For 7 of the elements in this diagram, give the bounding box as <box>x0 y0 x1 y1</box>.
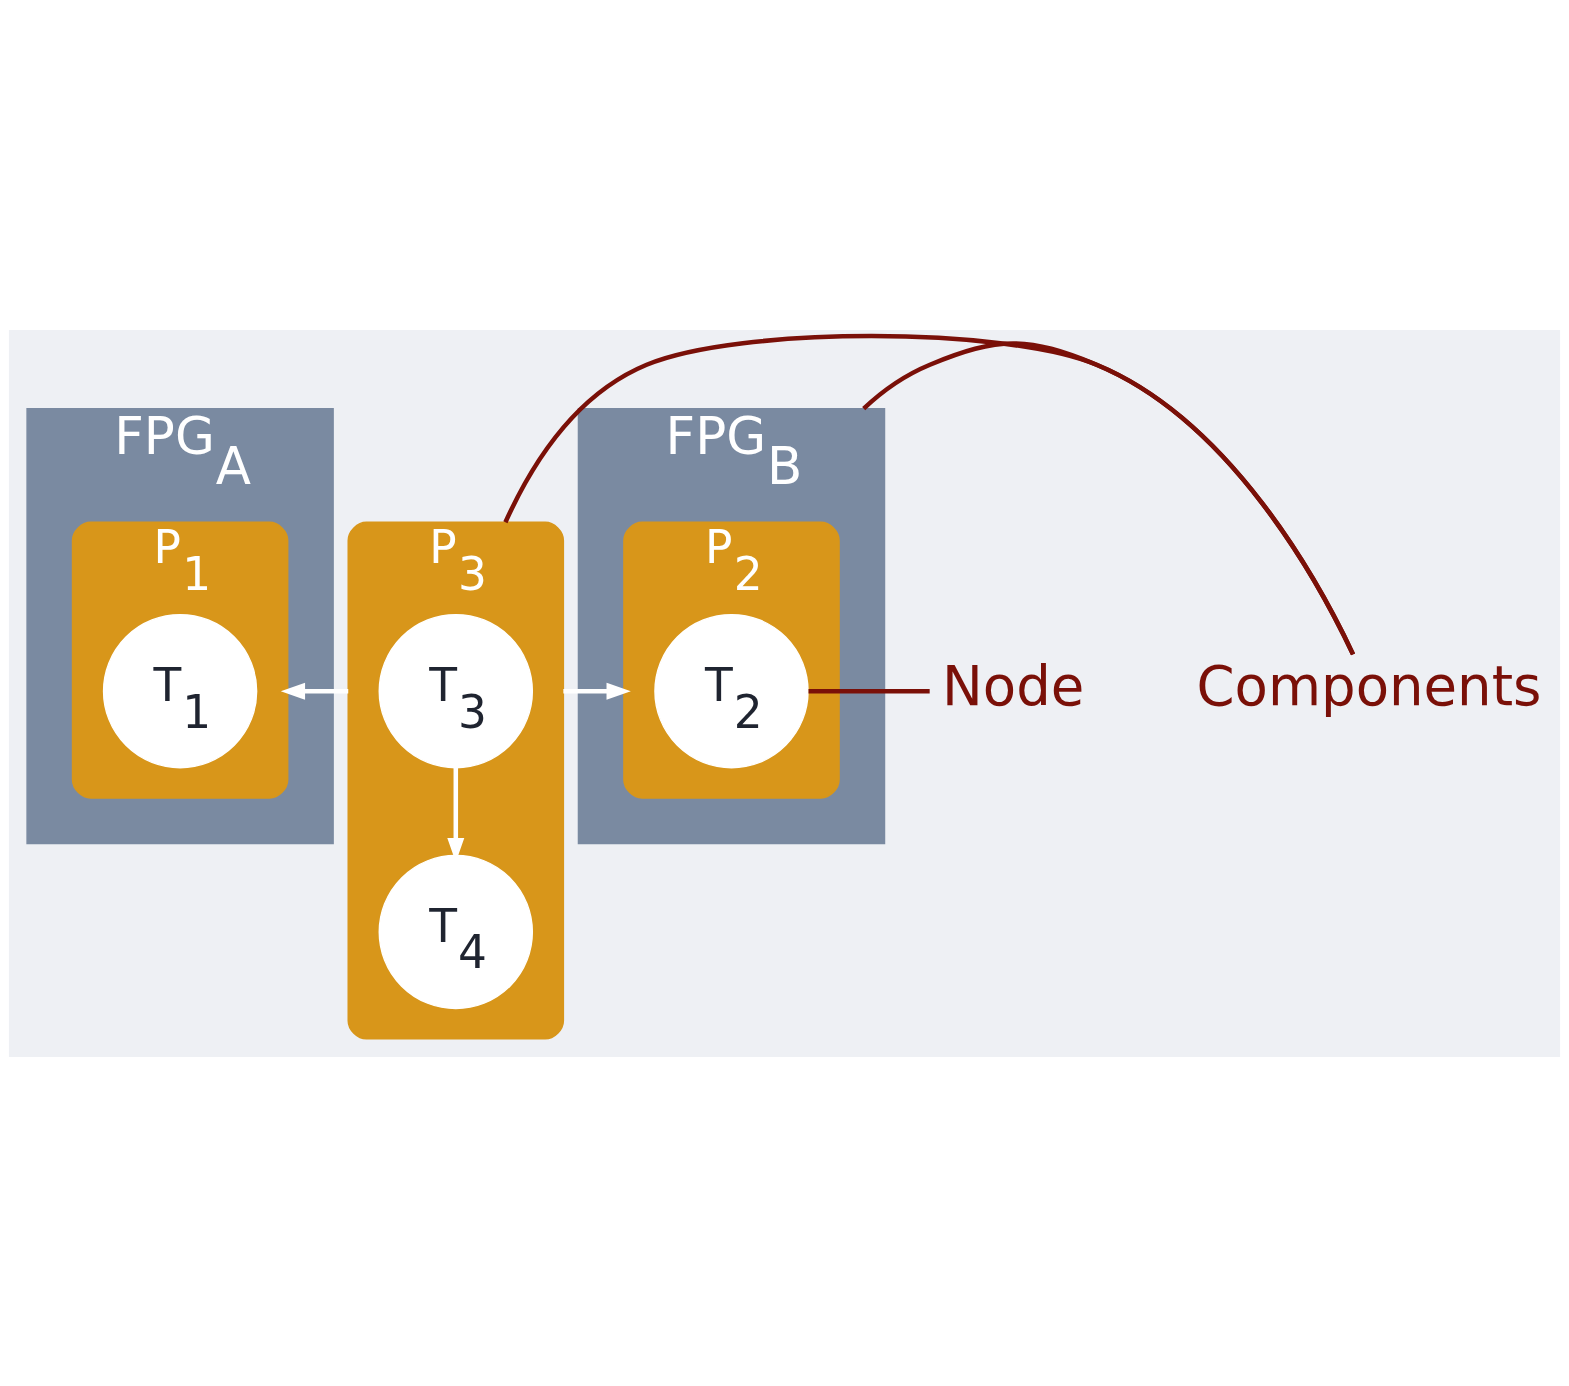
node-text: Components <box>1196 653 1542 718</box>
connector <box>808 688 930 693</box>
node-text: Node <box>942 653 1085 718</box>
connector <box>862 340 1356 655</box>
arrow <box>563 682 631 700</box>
connector <box>503 333 1356 655</box>
arrow <box>280 682 349 700</box>
